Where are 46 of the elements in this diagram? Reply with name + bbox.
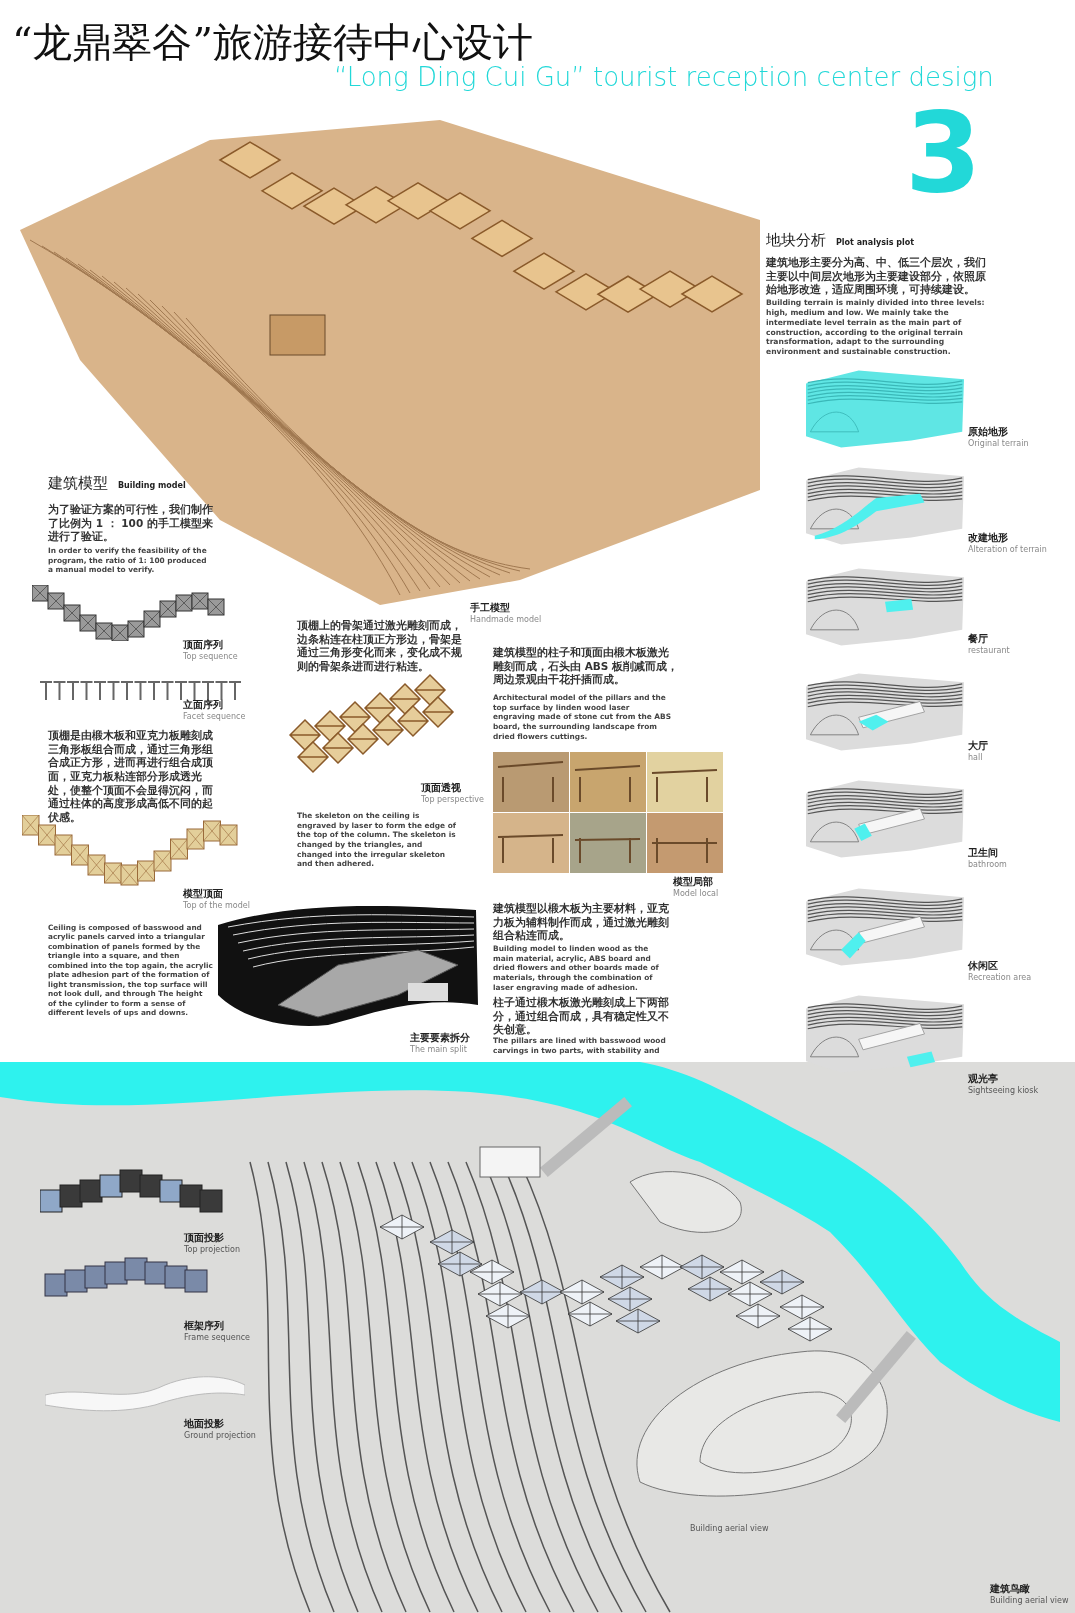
image-caption: Handmade model [470, 615, 542, 625]
image-caption: 大厅 [968, 739, 989, 752]
paragraph: 建筑模型以椴木板为主要材料，亚克力板为辅料制作而成，通过激光雕刻组合粘连而成。 [493, 902, 670, 943]
section-heading: 地块分析 [766, 231, 827, 251]
image-caption: Top of the model [183, 901, 250, 911]
image-caption: 餐厅 [968, 632, 989, 645]
image-caption: Alteration of terrain [968, 545, 1047, 555]
image-caption: Top sequence [183, 652, 238, 662]
image-caption: Ground projection [184, 1431, 256, 1441]
image-caption: The main split [410, 1045, 467, 1055]
section-subheading: Building model [118, 481, 186, 491]
section-number: 3 [905, 98, 982, 208]
paragraph: 顶棚上的骨架通过激光雕刻而成，边条粘连在柱顶正方形边，骨架是通过三角形变化而来，变化成不规则的骨架条进而进行粘连。 [297, 619, 463, 674]
image-caption: Facet sequence [183, 712, 246, 722]
image-caption: Top projection [184, 1245, 240, 1255]
image-caption: Recreation area [968, 973, 1032, 983]
subtitle: “Long Ding Cui Gu” tourist reception center design [334, 64, 995, 90]
image-caption: bathroom [968, 860, 1007, 870]
image-caption: Building aerial view [690, 1524, 769, 1534]
paragraph: 顶棚是由椴木板和亚克力板雕刻成三角形板组合而成，通过三角形组合成正方形，进而再进行组合成顶面，亚克力板粘连部分形成透光处，使整个顶面不会显得沉闷，而通过柱体的高度形成高低不同的起伏感。 [48, 729, 214, 825]
image-caption: 原始地形 [968, 425, 1009, 438]
image-caption: Sightseeing kiosk [968, 1086, 1039, 1096]
image-caption: 手工模型 [470, 601, 511, 614]
image-caption: Top perspective [421, 795, 484, 805]
paragraph: 为了验证方案的可行性，我们制作了比例为 1 ： 100 的手工模型来进行了验证。 [48, 503, 213, 544]
section-heading: 建筑模型 [48, 474, 109, 494]
paragraph: 柱子通过椴木板激光雕刻成上下两部分，通过组合而成，具有稳定性又不失创意。 [493, 996, 670, 1037]
image-caption: Original terrain [968, 439, 1029, 449]
image-caption: 休闲区 [968, 959, 999, 972]
image-caption: 改建地形 [968, 531, 1009, 544]
image-caption: Building aerial view [990, 1596, 1069, 1606]
image-caption: 模型局部 [673, 875, 714, 888]
image-caption: 立面序列 [183, 698, 224, 711]
image-caption: 顶面透视 [421, 781, 462, 794]
image-caption: restaurant [968, 646, 1010, 656]
image-caption: 模型顶面 [183, 887, 224, 900]
image-caption: Model local [673, 889, 719, 899]
image-caption: 顶面序列 [183, 638, 224, 651]
poster-title: “龙鼎翠谷”旅游接待中心设计 [12, 18, 534, 66]
image-caption: Frame sequence [184, 1333, 251, 1343]
paragraph: 建筑模型的柱子和顶面由椴木板激光雕刻而成，石头由 ABS 板削减而成，周边景观由干花扦插而成。 [493, 646, 678, 687]
image-caption: 卫生间 [968, 846, 999, 859]
image-caption: 主要要素拆分 [410, 1031, 471, 1044]
paragraph: 建筑地形主要分为高、中、低三个层次，我们主要以中间层次地形为主要建设部分，依照原始地形改造，适应周围环境，可持续建设。 [766, 256, 987, 297]
section-subheading: Plot analysis plot [836, 238, 914, 248]
image-caption: hall [968, 753, 983, 763]
